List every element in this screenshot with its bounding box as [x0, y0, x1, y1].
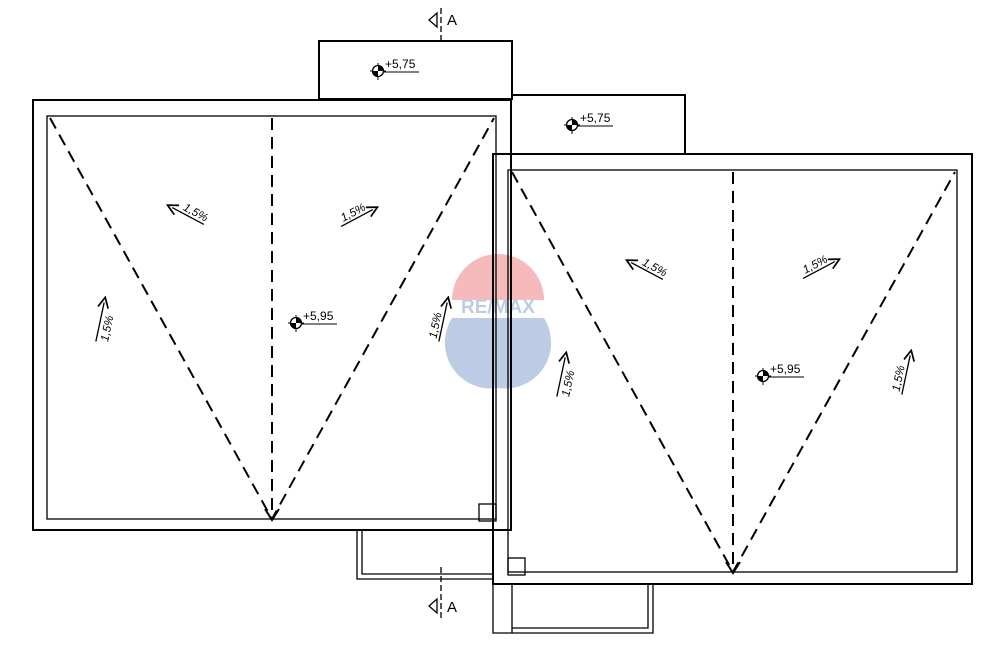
section-marker-top: A — [428, 8, 457, 40]
upper-box-left — [318, 40, 513, 100]
slope-arrow-right-side-left: 1,5% — [556, 357, 577, 398]
svg-text:+5,95: +5,95 — [770, 362, 801, 376]
svg-text:A: A — [447, 599, 457, 616]
right-drain — [507, 557, 526, 576]
section-marker-bottom: A — [428, 567, 457, 620]
lower-annex-right-inner — [512, 584, 654, 634]
svg-text:A: A — [447, 12, 457, 29]
lower-annex-left-outer — [356, 530, 493, 580]
elevation-marker-roof-left: +5,95 — [288, 309, 337, 332]
left-drain-arrow — [264, 508, 280, 522]
svg-text:1,5%: 1,5% — [181, 202, 210, 225]
svg-text:1,5%: 1,5% — [99, 315, 116, 343]
svg-text:1,5%: 1,5% — [801, 254, 830, 277]
svg-text:+5,75: +5,75 — [580, 111, 611, 125]
svg-text:1,5%: 1,5% — [640, 257, 669, 280]
left-drain — [478, 503, 497, 522]
slope-arrow-left-top-left: 1,5% — [172, 202, 210, 226]
left-roof — [32, 99, 512, 531]
watermark-text: RE/MAX — [461, 297, 535, 318]
right-roof — [492, 153, 973, 585]
slope-arrow-left-top-right: 1,5% — [339, 202, 372, 228]
svg-text:1,5%: 1,5% — [428, 311, 445, 339]
remax-watermark: RE/MAX — [444, 254, 552, 389]
upper-box-right — [512, 94, 686, 153]
svg-text:1,5%: 1,5% — [339, 202, 368, 225]
slope-arrow-right-top-left: 1,5% — [631, 257, 669, 281]
slope-arrow-left-side-left: 1,5% — [95, 302, 116, 343]
lower-annex-left-inner — [361, 530, 493, 575]
lower-annex-right-outer — [512, 584, 649, 629]
svg-text:+5,75: +5,75 — [385, 57, 416, 71]
slope-arrow-right-side-right: 1,5% — [891, 353, 910, 395]
elevation-marker-upper-left: +5,75 — [370, 57, 419, 80]
right-drain-arrow — [725, 561, 741, 575]
svg-text:+5,95: +5,95 — [303, 309, 334, 323]
slope-arrow-left-side-right: 1,5% — [428, 300, 447, 342]
slope-arrow-right-top-right: 1,5% — [801, 254, 834, 280]
elevation-marker-roof-right: +5,95 — [755, 362, 804, 385]
svg-text:1,5%: 1,5% — [891, 364, 908, 392]
lower-post — [492, 530, 513, 634]
svg-text:1,5%: 1,5% — [560, 370, 577, 398]
elevation-marker-upper-right: +5,75 — [564, 111, 613, 134]
